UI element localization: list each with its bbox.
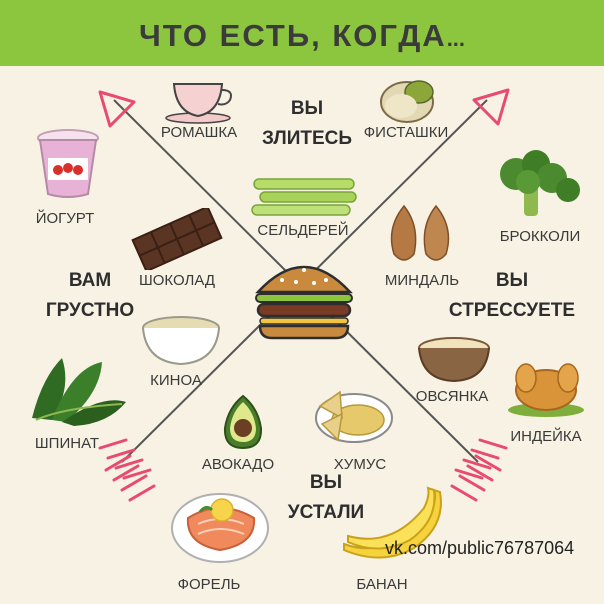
mood-stressed: ВЫ СТРЕССУЕТЕ <box>449 266 575 326</box>
mood-tired-line1: ВЫ <box>309 472 343 493</box>
label-trout: ФОРЕЛЬ <box>177 576 241 593</box>
label-chamomile: РОМАШКА <box>160 124 238 141</box>
avocado-icon <box>223 394 263 450</box>
label-spinach: ШПИНАТ <box>34 435 100 452</box>
header-banner: ЧТО ЕСТЬ, КОГДА... <box>0 0 604 66</box>
oatmeal-bowl-icon <box>418 337 490 382</box>
mood-sad: ВАМ ГРУСТНО <box>46 266 134 326</box>
burger-icon <box>255 265 353 340</box>
quinoa-bowl-icon <box>142 316 220 366</box>
label-banana: БАНАН <box>356 576 408 593</box>
mood-angry-line2: ЗЛИТЕСЬ <box>261 128 353 149</box>
banana-icon <box>343 486 442 559</box>
chocolate-bar-icon <box>131 208 223 270</box>
mood-angry-line1: ВЫ <box>290 98 324 119</box>
almond-icon <box>390 204 450 261</box>
roast-turkey-icon <box>508 363 584 417</box>
title-ellipsis: ... <box>446 26 466 51</box>
arrow-fletching-right-icon <box>450 438 508 502</box>
label-almond: МИНДАЛЬ <box>384 272 460 289</box>
mood-stressed-line1: ВЫ <box>495 270 529 291</box>
trout-fillet-icon <box>171 493 269 563</box>
label-oatmeal: ОВСЯНКА <box>415 388 489 405</box>
hummus-plate-icon <box>315 390 393 443</box>
mood-angry: ВЫ ЗЛИТЕСЬ <box>262 94 352 154</box>
mood-stressed-line2: СТРЕССУЕТЕ <box>448 300 576 321</box>
label-quinoa: КИНОА <box>150 372 202 389</box>
label-broccoli: БРОККОЛИ <box>499 228 581 245</box>
mood-sad-line2: ГРУСТНО <box>45 300 135 321</box>
arrowhead-stressed-icon <box>472 88 510 126</box>
celery-icon <box>251 178 357 216</box>
broccoli-icon <box>500 150 580 216</box>
title-text: ЧТО ЕСТЬ, КОГДА <box>138 18 447 53</box>
label-yogurt: ЙОГУРТ <box>35 210 95 227</box>
tea-cup-icon <box>165 83 232 124</box>
label-turkey: ИНДЕЙКА <box>510 428 582 445</box>
label-avocado: АВОКАДО <box>201 456 275 473</box>
source-link: vk.com/public76787064 <box>385 538 575 558</box>
yogurt-cup-icon <box>37 129 99 198</box>
mood-tired: ВЫ УСТАЛИ <box>288 468 364 528</box>
label-pistachios: ФИСТАШКИ <box>363 124 449 141</box>
mood-tired-line2: УСТАЛИ <box>287 502 365 523</box>
spinach-icon <box>32 358 126 426</box>
mood-sad-line1: ВАМ <box>68 270 112 291</box>
arrow-fletching-left-icon <box>98 438 156 502</box>
label-hummus: ХУМУС <box>333 456 387 473</box>
page-title: ЧТО ЕСТЬ, КОГДА... <box>0 18 604 54</box>
label-chocolate: ШОКОЛАД <box>139 272 215 289</box>
arrowhead-angry-icon <box>98 90 136 128</box>
pistachio-icon <box>380 80 434 123</box>
label-celery: СЕЛЬДЕРЕЙ <box>257 222 349 239</box>
